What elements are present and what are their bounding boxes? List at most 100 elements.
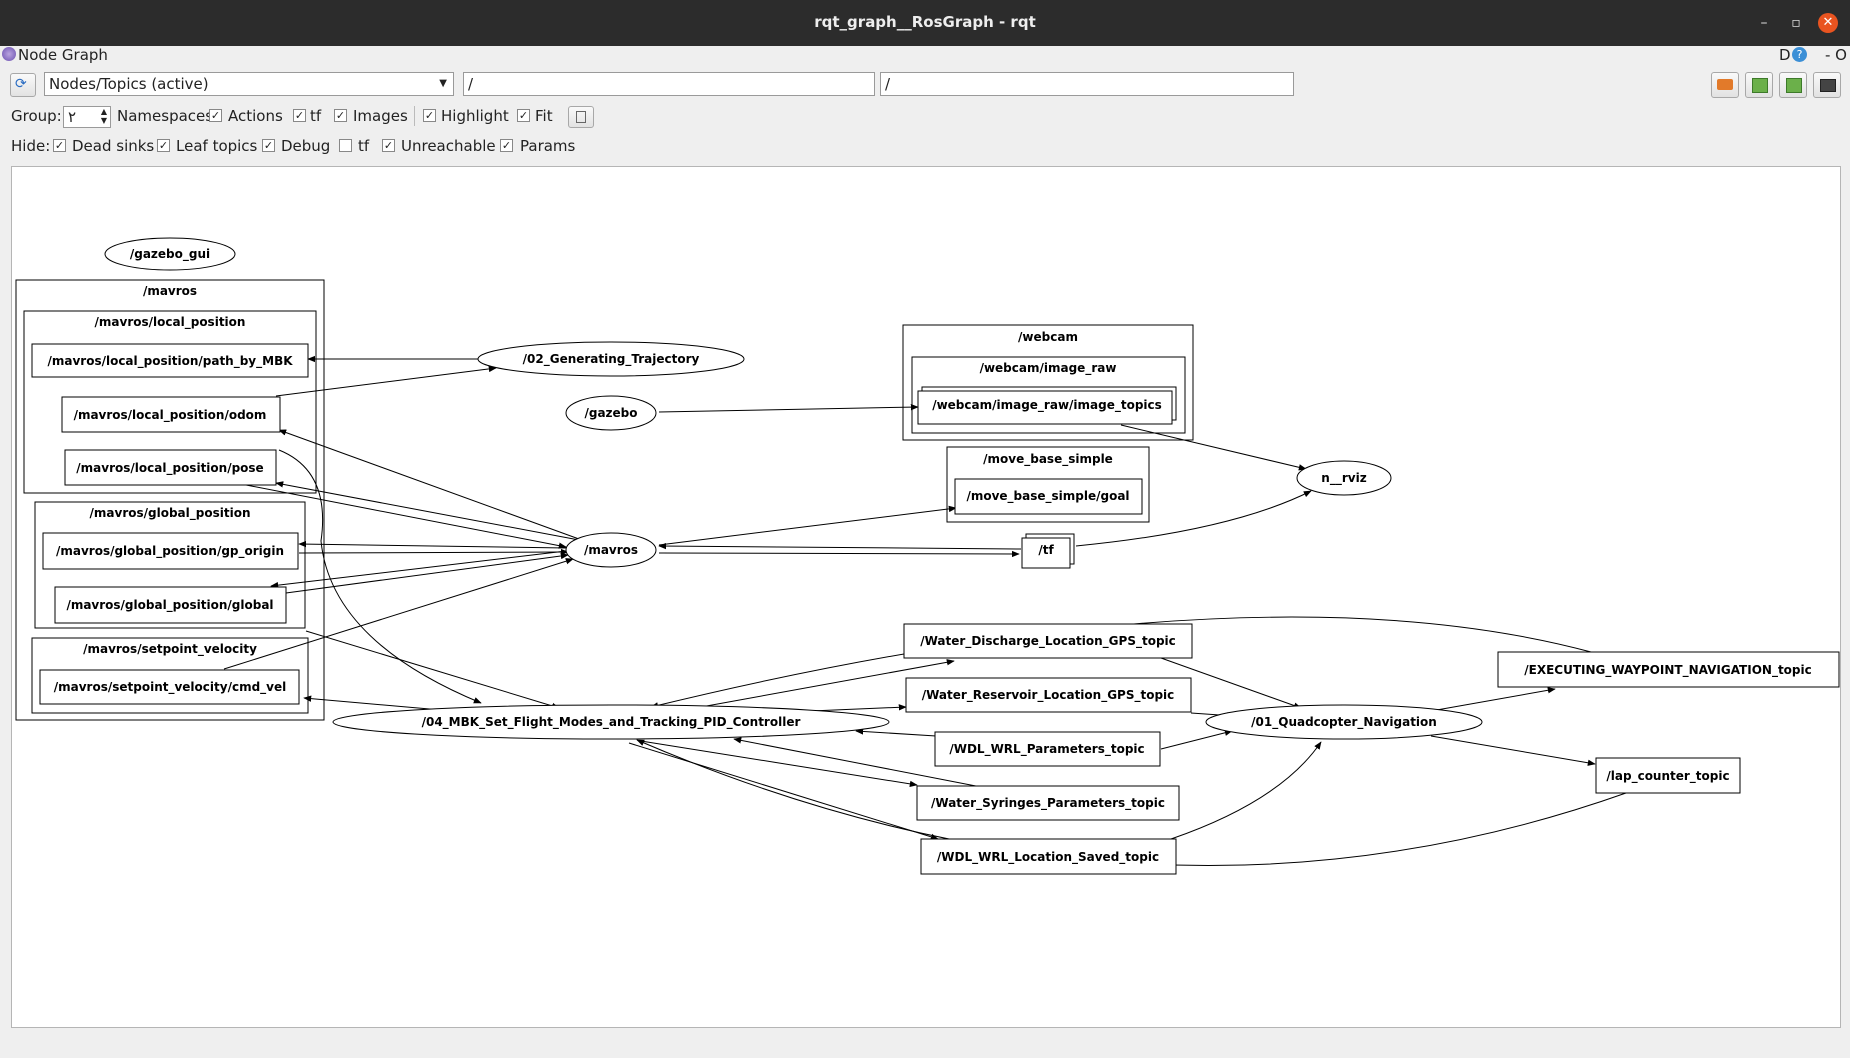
cluster-label-move-base-simple: /move_base_simple bbox=[983, 452, 1113, 467]
fit-checkbox[interactable]: ✓ bbox=[517, 109, 530, 122]
help-icon[interactable]: ? bbox=[1792, 47, 1807, 62]
edge bbox=[628, 742, 939, 840]
edge bbox=[1430, 735, 1596, 766]
edge bbox=[1160, 729, 1233, 750]
edge bbox=[1430, 687, 1556, 712]
topic-water-discharge[interactable] bbox=[903, 623, 1193, 659]
plugin-title: Node Graph bbox=[18, 46, 108, 64]
fit-in-view-button[interactable] bbox=[568, 106, 594, 128]
ros-graph[interactable]: /mavros /mavros/local_position /mavros/g… bbox=[12, 167, 1840, 1027]
topic-label-water-reservoir: /Water_Reservoir_Location_GPS_topic bbox=[922, 688, 1175, 703]
images-checkbox[interactable]: ✓ bbox=[334, 109, 347, 122]
topic-wdl-wrl-params[interactable] bbox=[934, 731, 1161, 767]
topic-wdl-wrl-location[interactable] bbox=[920, 838, 1177, 875]
save-dot-button[interactable] bbox=[1745, 72, 1773, 98]
topic-path-by-mbk[interactable] bbox=[31, 343, 309, 378]
node-mavros[interactable] bbox=[565, 532, 657, 568]
topic-goal[interactable] bbox=[954, 478, 1143, 515]
save-image-button[interactable] bbox=[1813, 72, 1841, 98]
save-svg-button[interactable] bbox=[1779, 72, 1807, 98]
node-mbk-controller[interactable] bbox=[332, 704, 890, 740]
dock-button[interactable]: D bbox=[1779, 46, 1791, 64]
graph-edges bbox=[223, 355, 1627, 867]
node-generating-trajectory[interactable] bbox=[477, 341, 745, 377]
edge bbox=[650, 616, 1592, 709]
topic-label-executing-waypoint: /EXECUTING_WAYPOINT_NAVIGATION_topic bbox=[1524, 663, 1812, 678]
topic-odom[interactable] bbox=[61, 396, 281, 433]
topic-label-odom: /mavros/local_position/odom bbox=[74, 408, 267, 423]
node-quadcopter-navigation[interactable] bbox=[1205, 704, 1483, 740]
spin-arrows-icon: ▲▼ bbox=[100, 107, 107, 125]
node-label-mbk-controller: /04_MBK_Set_Flight_Modes_and_Tracking_PI… bbox=[422, 715, 801, 730]
topic-water-syringes[interactable] bbox=[916, 785, 1180, 821]
graph-mode-select[interactable]: Nodes/Topics (active) ▼ bbox=[44, 72, 454, 96]
edge bbox=[275, 481, 580, 541]
dead-sinks-checkbox[interactable]: ✓ bbox=[53, 139, 66, 152]
close-button[interactable]: ✕ bbox=[1818, 13, 1838, 33]
topic-cmd-vel[interactable] bbox=[39, 669, 300, 705]
dead-sinks-label: Dead sinks bbox=[72, 137, 155, 155]
cluster-label-webcam-image-raw: /webcam/image_raw bbox=[980, 361, 1117, 376]
params-checkbox[interactable]: ✓ bbox=[500, 139, 513, 152]
node-label-gazebo: /gazebo bbox=[584, 406, 637, 420]
cluster-label-global-position: /mavros/global_position bbox=[90, 506, 251, 521]
topic-lap-counter[interactable] bbox=[1595, 757, 1741, 794]
debug-checkbox[interactable]: ✓ bbox=[262, 139, 275, 152]
topic-water-reservoir[interactable] bbox=[905, 677, 1192, 713]
topic-label-goal: /move_base_simple/goal bbox=[966, 489, 1129, 504]
node-filter-input[interactable]: / bbox=[463, 72, 875, 96]
graph-canvas[interactable]: /mavros /mavros/local_position /mavros/g… bbox=[11, 166, 1841, 1028]
namespaces-checkbox[interactable]: ✓ bbox=[209, 109, 222, 122]
topic-label-cmd-vel: /mavros/setpoint_velocity/cmd_vel bbox=[54, 680, 287, 695]
load-dot-button[interactable] bbox=[1711, 72, 1739, 98]
highlight-checkbox[interactable]: ✓ bbox=[423, 109, 436, 122]
fit-label: Fit bbox=[535, 107, 553, 125]
restore-button[interactable]: ▫ bbox=[1791, 15, 1801, 31]
topic-tf[interactable] bbox=[1021, 537, 1071, 569]
node-gazebo[interactable] bbox=[565, 395, 657, 431]
unreachable-label: Unreachable bbox=[401, 137, 496, 155]
minimize-button[interactable]: – bbox=[1760, 15, 1768, 31]
node-label-quadcopter-navigation: /01_Quadcopter_Navigation bbox=[1251, 715, 1437, 730]
unreachable-checkbox[interactable]: ✓ bbox=[382, 139, 395, 152]
node-rviz[interactable] bbox=[1296, 460, 1392, 496]
status-area bbox=[0, 1030, 1850, 1058]
plugin-header: Node Graph D ? - O bbox=[0, 46, 1850, 66]
edge bbox=[658, 542, 1022, 550]
topic-global[interactable] bbox=[54, 586, 287, 624]
cluster-global-position bbox=[34, 501, 306, 629]
node-label-gazebo-gui: /gazebo_gui bbox=[130, 247, 210, 262]
group-label: Group: bbox=[11, 107, 62, 125]
topic-filter-input[interactable]: / bbox=[880, 72, 1294, 96]
topic-image-topics[interactable] bbox=[917, 390, 1173, 425]
tf-group-label: tf bbox=[310, 107, 322, 125]
edge bbox=[1120, 424, 1307, 471]
edge bbox=[733, 737, 982, 788]
topic-executing-waypoint[interactable] bbox=[1497, 651, 1840, 688]
tf-hide-checkbox[interactable] bbox=[339, 139, 352, 152]
group-spinbox[interactable]: ٢ ▲▼ bbox=[63, 106, 111, 128]
leaf-topics-checkbox[interactable]: ✓ bbox=[157, 139, 170, 152]
hide-options-row: Hide: ✓ Dead sinks ✓ Leaf topics ✓ Debug… bbox=[0, 136, 1850, 156]
topic-label-pose: /mavros/local_position/pose bbox=[76, 461, 263, 476]
plugin-options-button[interactable]: - O bbox=[1825, 46, 1847, 64]
save-image-icon bbox=[1820, 79, 1836, 92]
edge bbox=[700, 659, 955, 708]
edge bbox=[270, 550, 567, 589]
highlight-label: Highlight bbox=[441, 107, 509, 125]
hide-label: Hide: bbox=[11, 137, 51, 155]
edge bbox=[658, 403, 919, 413]
edge bbox=[305, 630, 560, 709]
edge bbox=[810, 704, 907, 712]
tf-group-checkbox[interactable]: ✓ bbox=[293, 109, 306, 122]
edge bbox=[1160, 657, 1302, 709]
topic-gp-origin[interactable] bbox=[42, 532, 299, 570]
edge bbox=[658, 550, 1020, 558]
node-filter-value: / bbox=[468, 75, 474, 93]
topic-label-water-discharge: /Water_Discharge_Location_GPS_topic bbox=[920, 634, 1176, 649]
node-gazebo-gui[interactable] bbox=[104, 237, 236, 271]
topic-pose[interactable] bbox=[64, 449, 277, 486]
refresh-button[interactable]: ⟳ bbox=[10, 73, 36, 97]
topic-label-global: /mavros/global_position/global bbox=[66, 598, 273, 613]
namespaces-label: Namespaces bbox=[117, 107, 214, 125]
